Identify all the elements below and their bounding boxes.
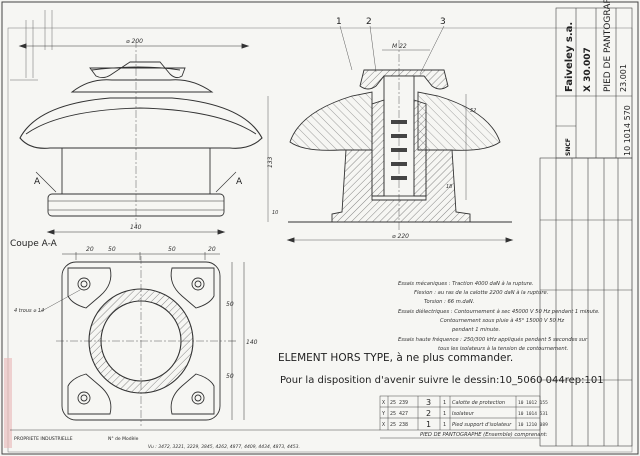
section-title: Coupe A-A bbox=[10, 239, 58, 249]
svg-text:10 1210 089: 10 1210 089 bbox=[518, 422, 548, 428]
plan-side-1: 50 bbox=[226, 301, 234, 308]
table-row: Y 25 427 2 1 Isolateur 10 1014 531 bbox=[382, 409, 548, 418]
part-code: X 30.007 bbox=[583, 47, 593, 92]
height-dim: 133 bbox=[267, 156, 274, 168]
note-line-3: Torsion : 66 m.daN. bbox=[424, 299, 474, 305]
model-label: N° de Modèle bbox=[108, 435, 139, 442]
table-row: X 25 239 3 1 Calotte de protection 10 10… bbox=[382, 398, 548, 407]
base-width-label: 140 bbox=[130, 224, 142, 231]
svg-text:25 238: 25 238 bbox=[390, 422, 408, 428]
small-dim-2: 18 bbox=[446, 184, 452, 190]
note-line-5: Contournement sous pluie à 45° 15000 V 5… bbox=[440, 317, 564, 324]
plan-dim-2: 50 bbox=[108, 246, 116, 253]
plan-dim-3: 50 bbox=[168, 246, 176, 253]
disposition-stamp: Pour la disposition d'avenir suivre le d… bbox=[280, 375, 604, 386]
callout-2: 2 bbox=[366, 17, 372, 27]
note-line-2: Flexion : au ras de la calotte 2200 daN … bbox=[414, 289, 548, 296]
plan-side-2: 50 bbox=[226, 373, 234, 380]
note-line-7: Essais haute fréquence : 250/300 kHz app… bbox=[398, 336, 588, 343]
svg-text:1: 1 bbox=[426, 420, 431, 429]
thread-dim: M 22 bbox=[392, 43, 407, 50]
note-line-4: Essais diélectriques : Contournement à s… bbox=[398, 308, 600, 315]
plan-view bbox=[39, 252, 245, 426]
elevation-view bbox=[18, 40, 263, 235]
svg-text:3: 3 bbox=[426, 398, 431, 407]
svg-text:25 427: 25 427 bbox=[390, 411, 408, 417]
holes-note: 4 trous ⌀ 14 bbox=[14, 308, 44, 314]
small-dim-3: 52 bbox=[470, 108, 476, 114]
svg-text:1: 1 bbox=[443, 400, 446, 406]
svg-text:10 1012 155: 10 1012 155 bbox=[518, 400, 548, 406]
svg-text:X: X bbox=[382, 422, 385, 428]
section-mark-left: A bbox=[34, 177, 41, 187]
note-line-1: Essais mécaniques : Traction 4000 daN à … bbox=[398, 280, 534, 287]
svg-text:1: 1 bbox=[443, 422, 446, 428]
assembly-line: PIED DE PANTOGRAPHE (Ensemble) comprenan… bbox=[420, 432, 548, 438]
property-label: PROPRIETE INDUSTRIELLE bbox=[14, 436, 73, 442]
note-line-8: tous les isolateurs à la tension de cont… bbox=[438, 345, 568, 352]
svg-text:2: 2 bbox=[426, 409, 431, 418]
section-view bbox=[267, 25, 514, 243]
company-name: Faiveley s.a. bbox=[564, 22, 575, 92]
hors-type-stamp: ELEMENT HORS TYPE, à ne plus commander. bbox=[278, 352, 513, 364]
plan-dim-1: 20 bbox=[86, 246, 94, 253]
table-row: X 25 238 1 1 Pied support d'isolateur 10… bbox=[382, 420, 548, 429]
drawing-number-top: 23.001 bbox=[619, 64, 628, 92]
svg-text:25 239: 25 239 bbox=[390, 400, 408, 406]
drawing-title: PIED DE PANTOGRAPHE bbox=[603, 0, 613, 92]
plan-dim-4: 20 bbox=[208, 246, 216, 253]
small-dim-1: 10 bbox=[272, 210, 278, 216]
top-diameter-label: ⌀ 200 bbox=[126, 38, 143, 45]
bottom-diameter-dim: ⌀ 220 bbox=[392, 233, 409, 240]
parts-rows: X 25 239 3 1 Calotte de protection 10 10… bbox=[382, 398, 548, 429]
margin-notes bbox=[10, 10, 53, 81]
callout-3: 3 bbox=[440, 17, 446, 27]
plan-side-total: 140 bbox=[246, 339, 258, 346]
svg-text:10 1014 531: 10 1014 531 bbox=[518, 411, 548, 417]
drawing-number-bottom: 10 1014 570 bbox=[623, 105, 632, 156]
title-block bbox=[539, 7, 633, 447]
red-stamp bbox=[4, 358, 12, 448]
section-mark-right: A bbox=[236, 177, 243, 187]
svg-text:X: X bbox=[382, 400, 385, 406]
footer-refs: Vu : 3472, 3221, 3229, 3845, 4262, 4877,… bbox=[148, 444, 300, 450]
svg-text:Calotte de protection: Calotte de protection bbox=[452, 400, 505, 406]
test-notes: Essais mécaniques : Traction 4000 daN à … bbox=[398, 280, 600, 352]
brand-small: SNCF bbox=[565, 138, 572, 156]
svg-text:Pied support d'isolateur: Pied support d'isolateur bbox=[452, 422, 512, 428]
svg-text:1: 1 bbox=[443, 411, 446, 417]
note-line-6: pendant 1 minute. bbox=[451, 327, 500, 333]
svg-text:Isolateur: Isolateur bbox=[452, 411, 475, 417]
parts-table bbox=[10, 395, 541, 439]
callout-1: 1 bbox=[336, 17, 342, 27]
svg-text:Y: Y bbox=[382, 411, 385, 417]
